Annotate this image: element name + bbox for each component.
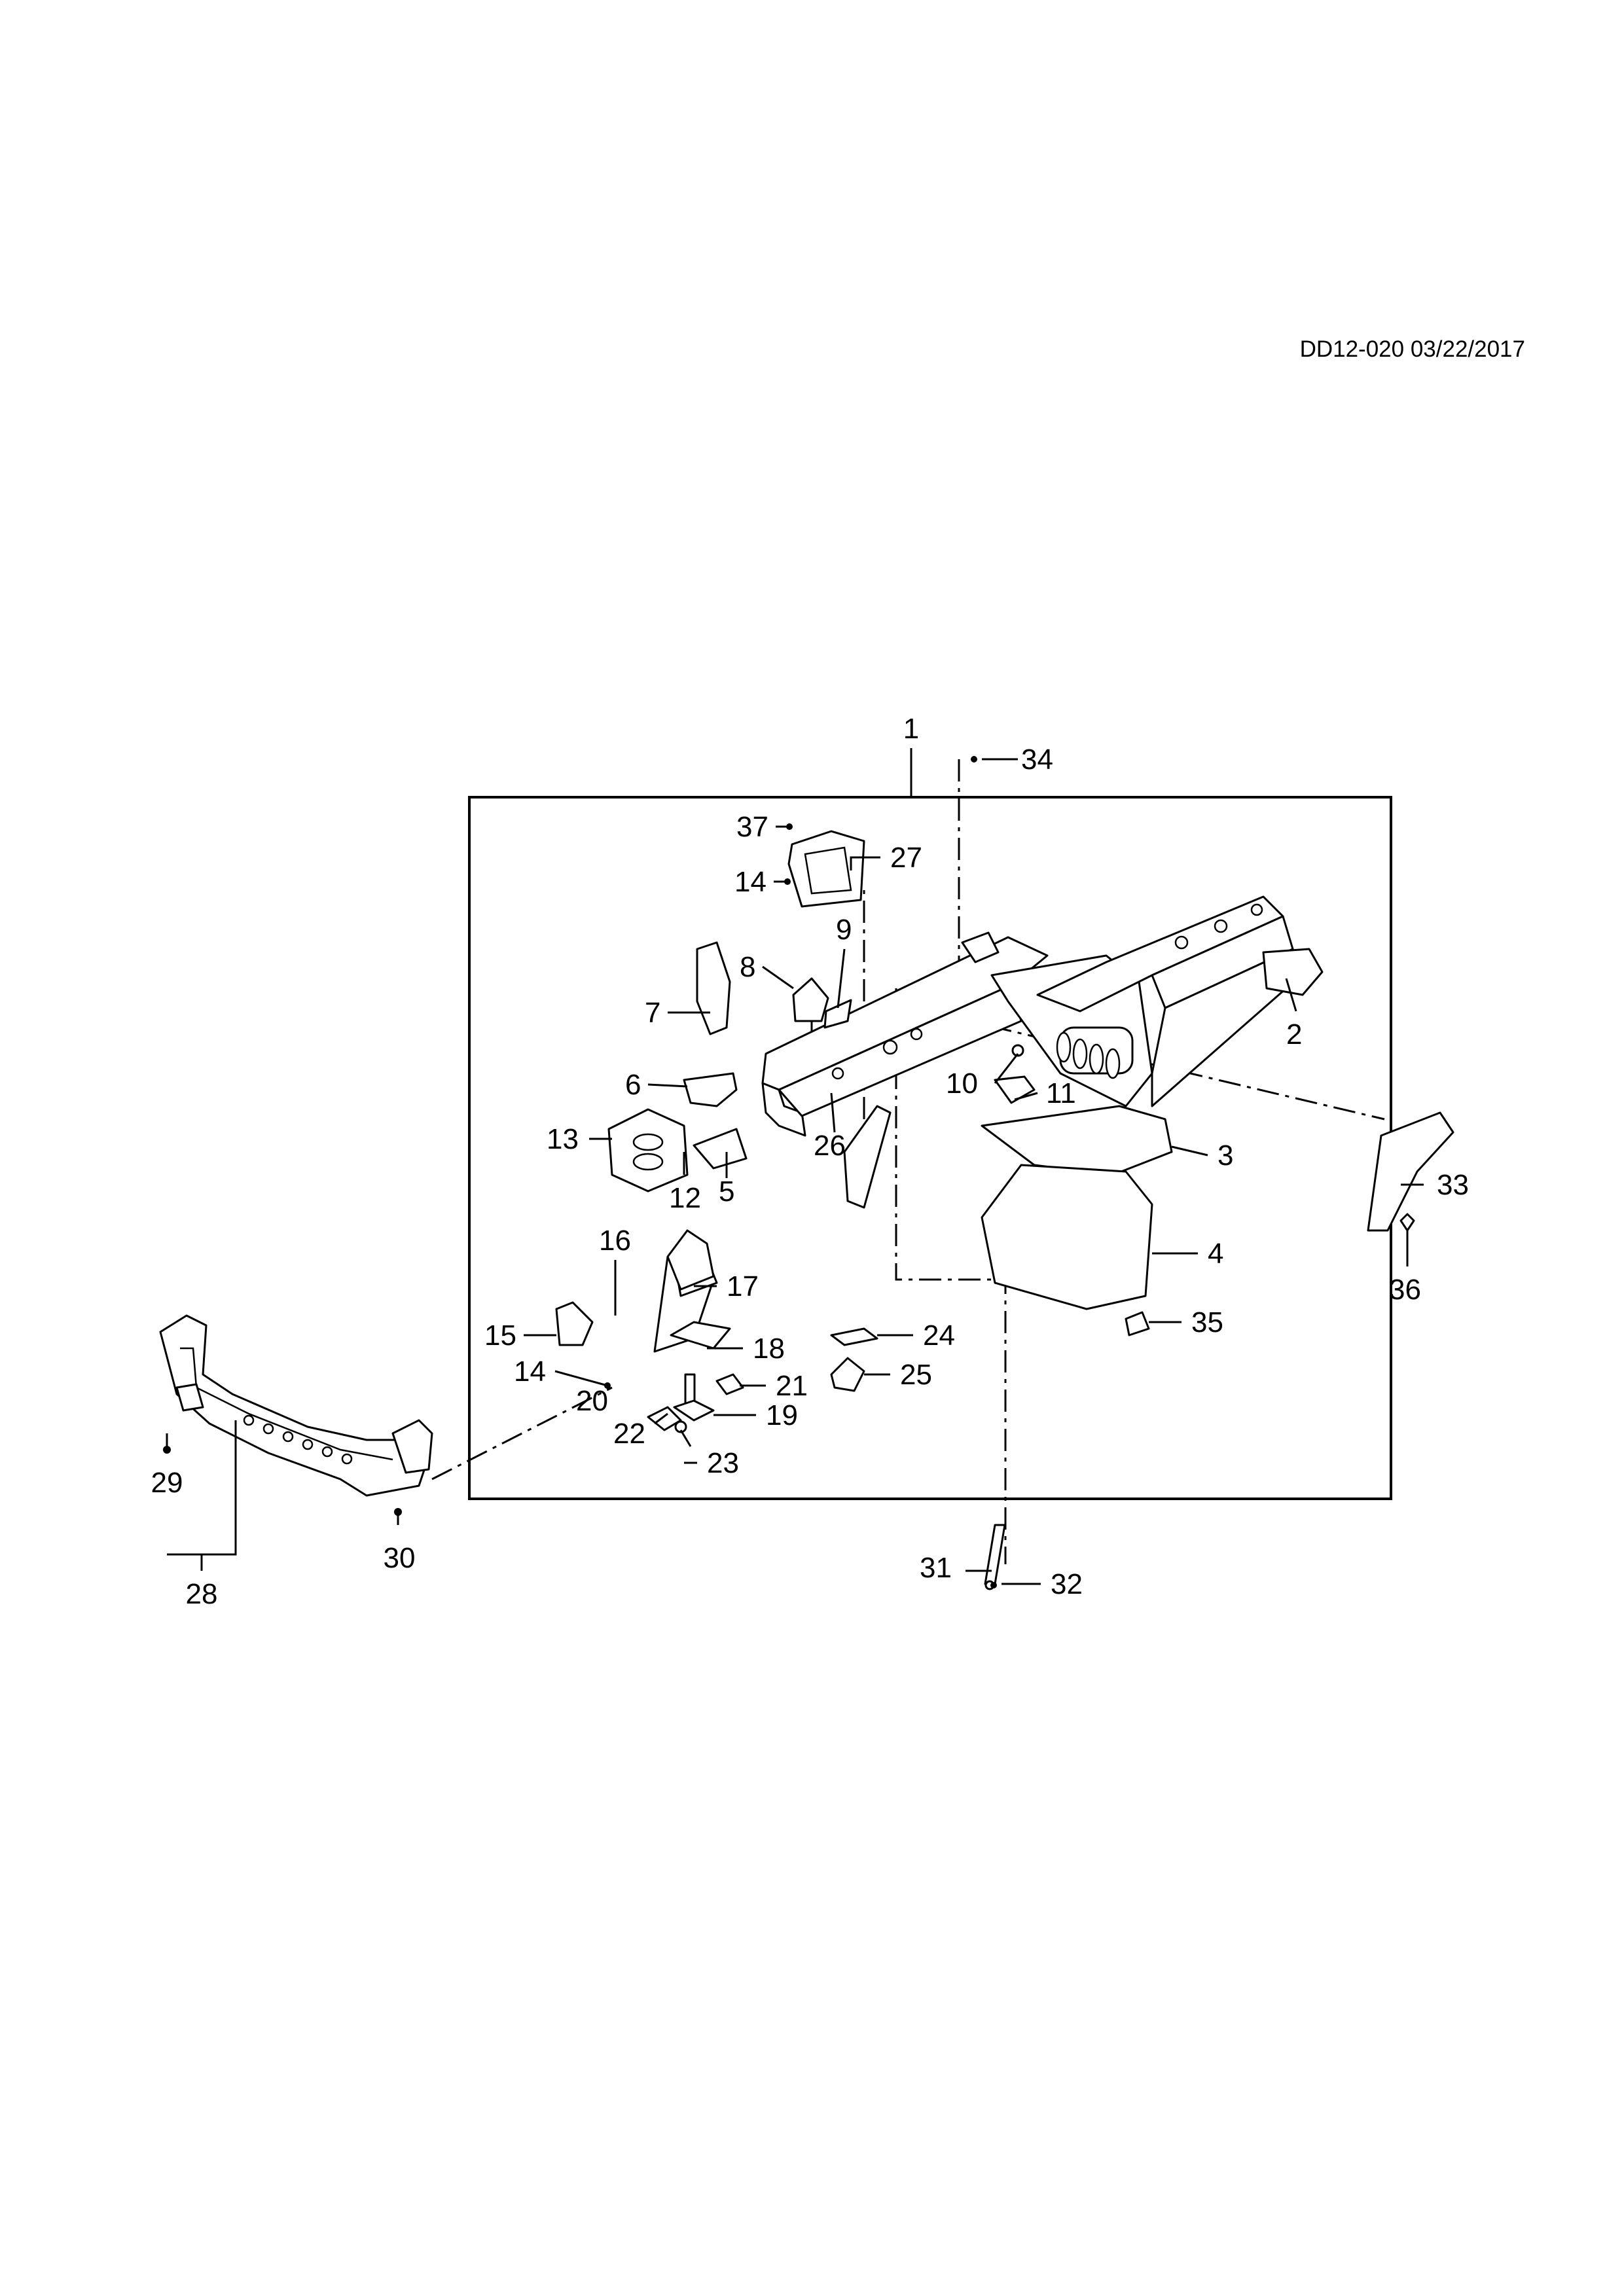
callout-31: 31 xyxy=(920,1552,952,1584)
callout-6: 6 xyxy=(625,1069,641,1101)
callout-4: 4 xyxy=(1208,1238,1223,1270)
leader-lines xyxy=(166,758,1424,1585)
part-18-19-lower-parts xyxy=(647,1321,744,1433)
part-26-gusset xyxy=(843,1105,892,1209)
callout-3: 3 xyxy=(1218,1139,1233,1172)
callout-30: 30 xyxy=(384,1542,416,1574)
callout-32: 32 xyxy=(1051,1568,1083,1600)
reference-code: DD12-020 03/22/2017 xyxy=(1300,336,1525,362)
callout-14b: 14 xyxy=(514,1355,546,1388)
callout-19: 19 xyxy=(766,1399,798,1431)
part-2-bracket xyxy=(1262,948,1324,996)
alignment-lines xyxy=(431,759,1385,1564)
callout-11: 11 xyxy=(1046,1077,1076,1109)
part-8-bracket xyxy=(792,977,829,1022)
callout-16: 16 xyxy=(599,1225,631,1257)
part-11-bracket xyxy=(994,1044,1036,1104)
part-9-plate xyxy=(823,999,852,1029)
callout-10: 10 xyxy=(946,1067,978,1100)
callout-20: 20 xyxy=(576,1385,608,1417)
part-4-wheelhouse xyxy=(981,1164,1153,1310)
part-31-32-tie-rod xyxy=(984,1524,1006,1590)
part-3-panel xyxy=(981,1105,1173,1176)
part-24-25-brackets xyxy=(830,1327,878,1392)
callout-22: 22 xyxy=(613,1418,645,1450)
callout-8: 8 xyxy=(740,951,755,983)
callout-26: 26 xyxy=(814,1130,846,1162)
part-36-fastener xyxy=(1399,1213,1415,1232)
callout-13: 13 xyxy=(547,1123,579,1155)
callout-1: 1 xyxy=(903,713,919,745)
part-6-bracket xyxy=(683,1072,738,1107)
callout-24: 24 xyxy=(923,1319,955,1352)
callout-37: 37 xyxy=(736,811,768,843)
callout-18: 18 xyxy=(753,1333,785,1365)
callout-15: 15 xyxy=(484,1319,516,1352)
callout-35: 35 xyxy=(1191,1306,1223,1338)
callout-12: 12 xyxy=(669,1182,701,1214)
callout-17: 17 xyxy=(727,1270,759,1302)
callout-27: 27 xyxy=(890,842,922,874)
callout-5: 5 xyxy=(719,1175,734,1208)
part-35-nut xyxy=(1125,1311,1150,1336)
callout-2: 2 xyxy=(1286,1018,1302,1050)
callout-33: 33 xyxy=(1437,1169,1469,1201)
callout-23: 23 xyxy=(707,1447,739,1479)
callout-7: 7 xyxy=(645,997,660,1029)
callout-28: 28 xyxy=(186,1578,218,1610)
callout-14: 14 xyxy=(734,866,767,898)
callout-9: 9 xyxy=(836,914,852,946)
part-27-bracket xyxy=(787,830,865,908)
callout-29: 29 xyxy=(151,1467,183,1499)
part-33-brace xyxy=(1367,1111,1454,1232)
part-5-bracket xyxy=(693,1128,748,1170)
callout-34: 34 xyxy=(1021,744,1053,776)
part-28-crossmember xyxy=(159,1314,433,1497)
callout-21: 21 xyxy=(776,1370,808,1402)
callout-36: 36 xyxy=(1389,1274,1421,1306)
callout-labels: 37 27 14 34 9 8 7 6 13 12 5 26 10 11 3 4… xyxy=(151,744,1469,1610)
part-7-panel xyxy=(696,941,731,1035)
part-17-plate xyxy=(666,1229,715,1291)
front-frame-rail xyxy=(761,895,1294,1137)
callout-25: 25 xyxy=(900,1359,932,1391)
part-13-plate xyxy=(607,1108,689,1193)
